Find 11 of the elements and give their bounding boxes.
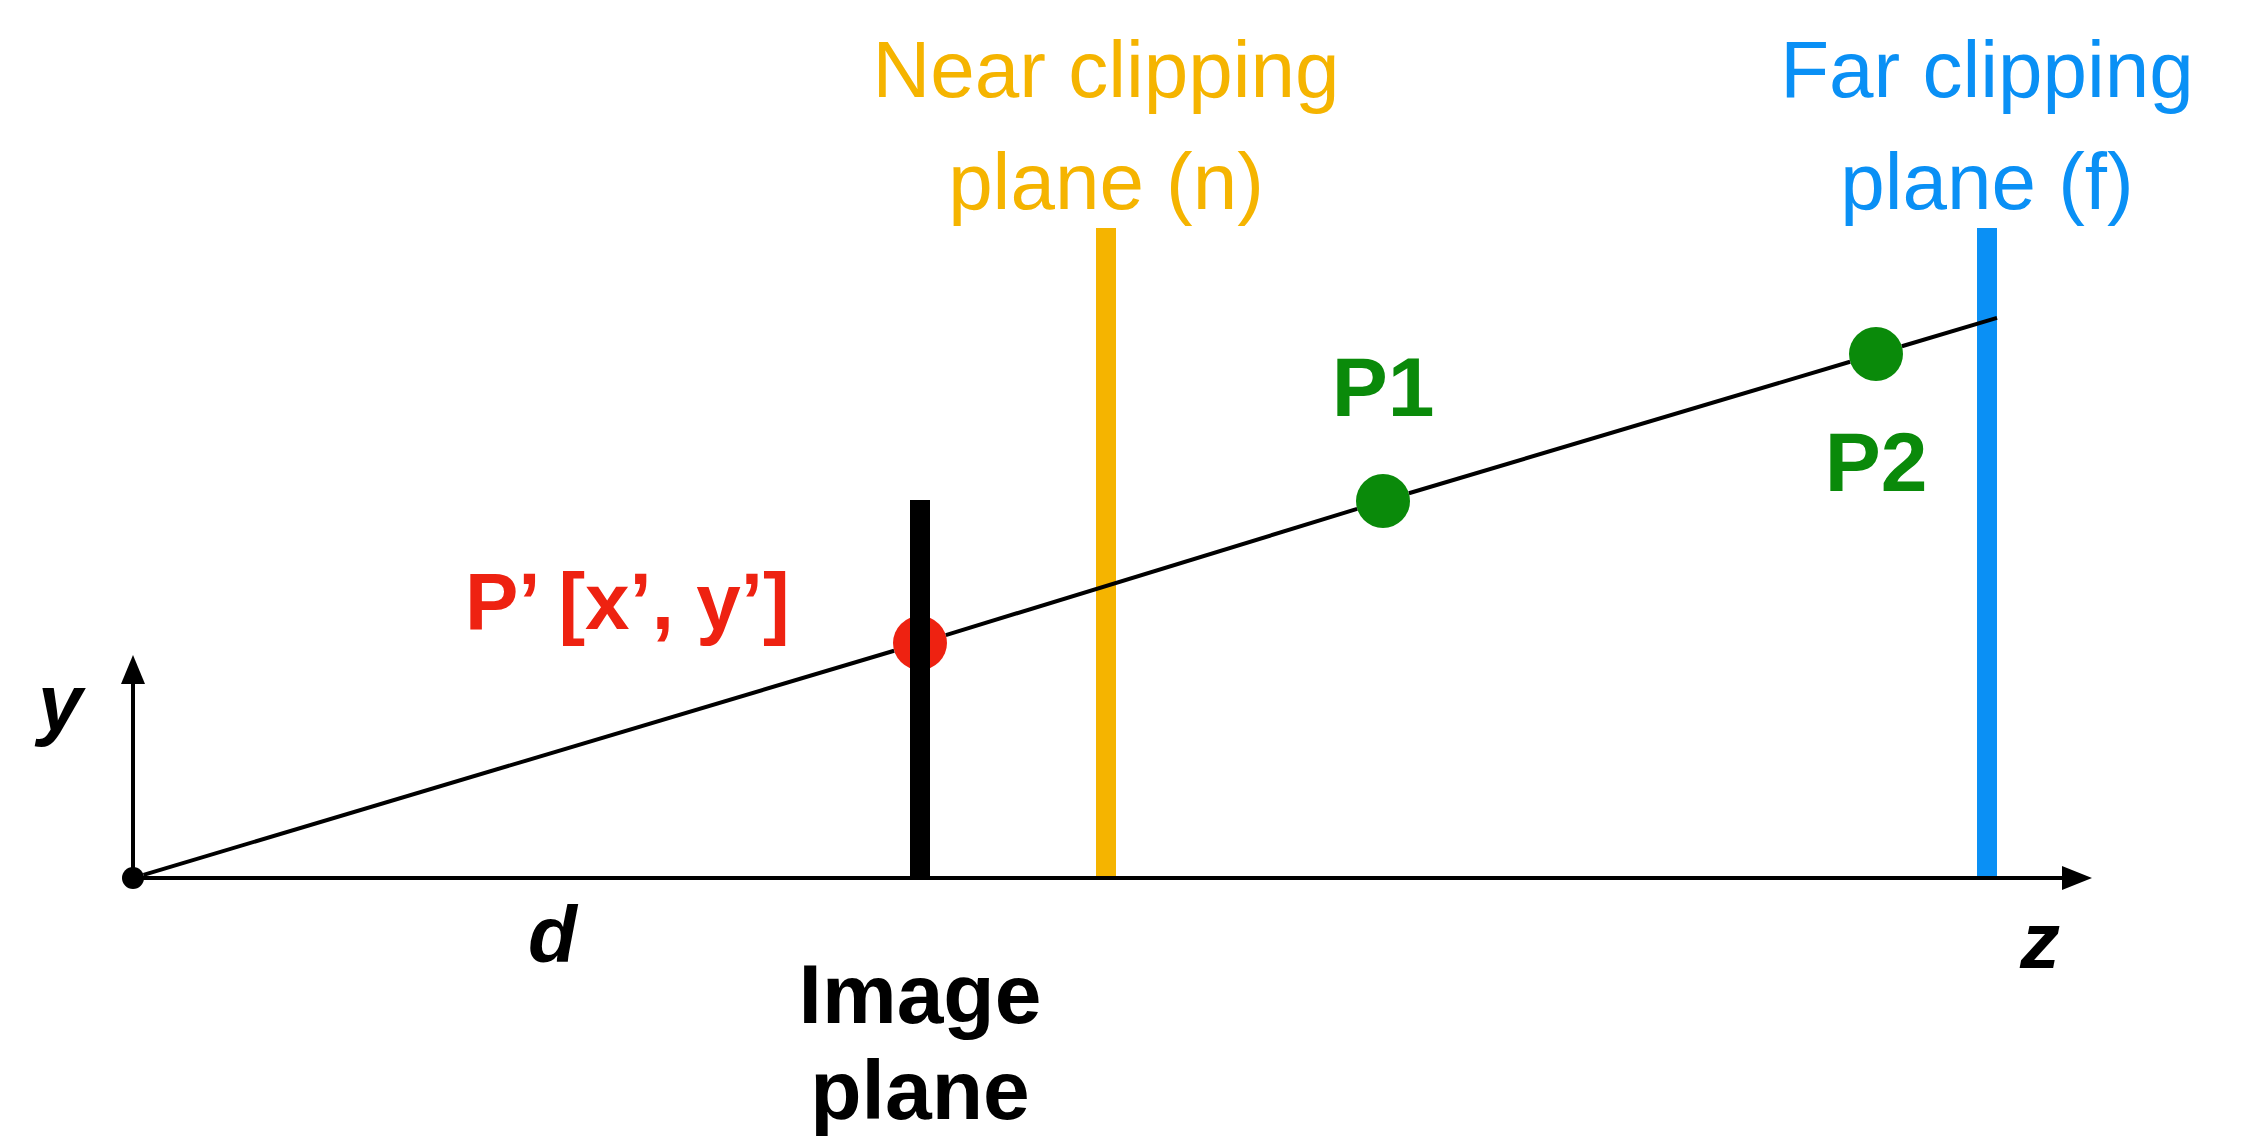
projection-line (945, 507, 1358, 637)
axis-label: z (2020, 896, 2060, 986)
projection-line (1901, 316, 1998, 349)
plane-label: Far clipping plane (f) (1779, 24, 2195, 228)
distance-label: d (528, 890, 577, 980)
plane-label: Near clipping plane (n) (871, 24, 1341, 228)
projection-line (1408, 359, 1851, 496)
point-label: P1 (1330, 345, 1436, 429)
plane-label: Image plane (797, 946, 1043, 1138)
projection-line (142, 648, 895, 877)
point-label: P2 (1823, 420, 1929, 504)
